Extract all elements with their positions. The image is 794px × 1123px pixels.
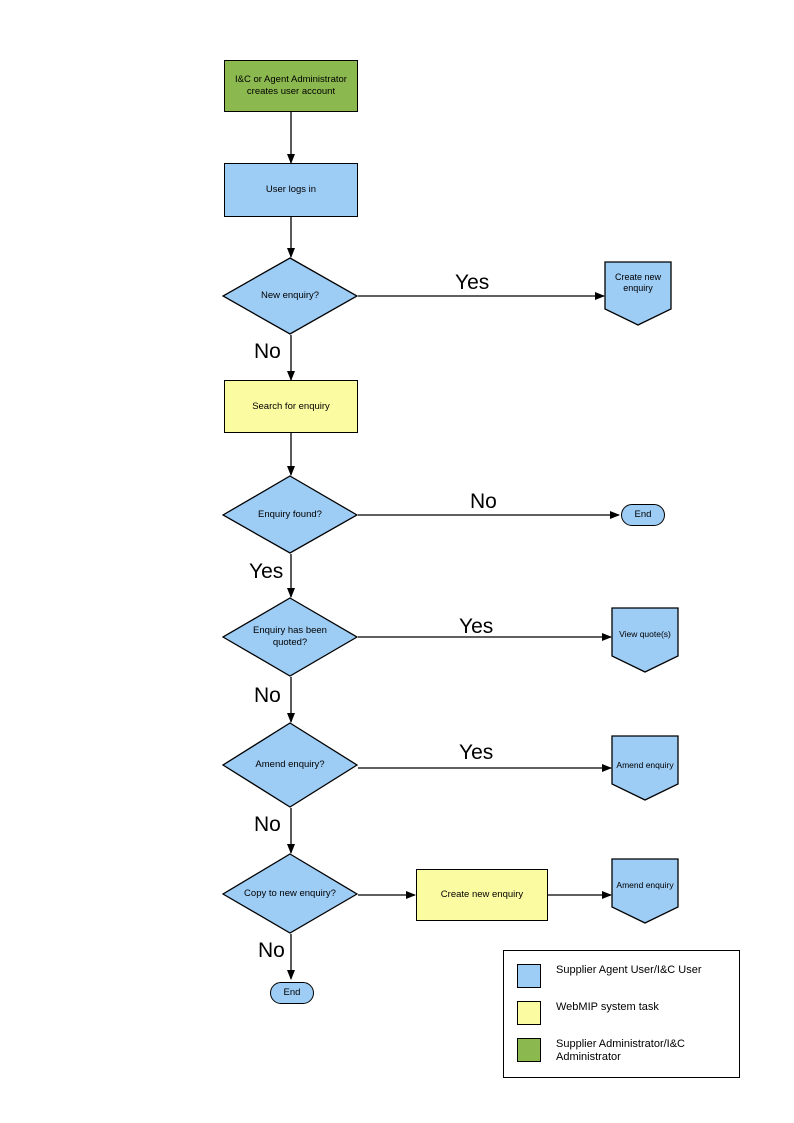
legend-item-supplier-agent-user: Supplier Agent User/I&C User: [517, 964, 702, 988]
legend-label: Supplier Agent User/I&C User: [556, 964, 702, 976]
diamond-shape: [222, 257, 358, 335]
node-create-new-enquiry-manual[interactable]: Create new enquiry: [604, 261, 672, 326]
node-label: End: [634, 509, 652, 521]
node-amend-enquiry-1[interactable]: Amend enquiry: [611, 735, 679, 801]
diamond-shape: [222, 853, 358, 934]
diamond-shape: [222, 597, 358, 677]
node-label: New enquiry?: [260, 290, 320, 302]
edge-label-new-enquiry-no: No: [254, 340, 281, 363]
node-label: View quote(s): [619, 629, 671, 639]
node-label: Create new enquiry: [614, 272, 662, 293]
diamond-shape: [222, 722, 358, 808]
legend: Supplier Agent User/I&C User WebMIP syst…: [503, 950, 740, 1078]
node-amend-enquiry-2[interactable]: Amend enquiry: [611, 858, 679, 924]
node-end-top[interactable]: End: [621, 504, 665, 526]
legend-swatch-blue: [517, 964, 541, 988]
edge-label-copy-no: No: [258, 939, 285, 962]
node-end-bottom[interactable]: End: [270, 982, 314, 1004]
edge-label-quoted-no: No: [254, 684, 281, 707]
node-label: User logs in: [265, 184, 317, 196]
legend-label: WebMIP system task: [556, 1001, 659, 1013]
node-new-enquiry-decision[interactable]: New enquiry?: [222, 257, 358, 335]
node-view-quotes[interactable]: View quote(s): [611, 607, 679, 673]
edge-label-enquiry-found-no: No: [470, 490, 497, 513]
node-label: Amend enquiry: [616, 760, 674, 770]
node-enquiry-quoted-decision[interactable]: Enquiry has been quoted?: [222, 597, 358, 677]
edge-label-amend-no: No: [254, 813, 281, 836]
node-label: Search for enquiry: [252, 400, 330, 412]
node-amend-enquiry-decision[interactable]: Amend enquiry?: [222, 722, 358, 808]
edge-label-new-enquiry-yes: Yes: [455, 271, 490, 294]
node-search-for-enquiry[interactable]: Search for enquiry: [224, 380, 358, 433]
node-label: Create new enquiry: [440, 889, 524, 901]
legend-label: Supplier Administrator/I&C Administrator: [556, 1038, 685, 1064]
node-label: Enquiry found?: [258, 508, 322, 520]
node-label: Amend enquiry: [616, 880, 674, 890]
diamond-shape: [222, 475, 358, 554]
node-label: I&C or Agent Administrator creates user …: [235, 74, 347, 97]
pentagon-shape: [604, 261, 672, 326]
edge-label-amend-yes: Yes: [459, 741, 494, 764]
pentagon-shape: [611, 607, 679, 673]
node-copy-to-new-enquiry-decision[interactable]: Copy to new enquiry?: [222, 853, 358, 934]
legend-item-supplier-administrator: Supplier Administrator/I&C Administrator: [517, 1038, 685, 1065]
pentagon-shape: [611, 735, 679, 801]
legend-item-webmip-system-task: WebMIP system task: [517, 1001, 659, 1025]
node-label: Copy to new enquiry?: [244, 887, 336, 899]
pentagon-shape: [611, 858, 679, 924]
node-label: Enquiry has been quoted?: [253, 625, 327, 648]
node-enquiry-found-decision[interactable]: Enquiry found?: [222, 475, 358, 554]
node-label: End: [283, 987, 301, 999]
node-user-logs-in[interactable]: User logs in: [224, 163, 358, 217]
edge-label-enquiry-found-yes: Yes: [249, 560, 284, 583]
node-label: Amend enquiry?: [255, 759, 325, 771]
node-create-new-enquiry-task[interactable]: Create new enquiry: [416, 869, 548, 921]
legend-swatch-green: [517, 1038, 541, 1062]
edge-label-quoted-yes: Yes: [459, 615, 494, 638]
legend-swatch-yellow: [517, 1001, 541, 1025]
node-admin-creates-account[interactable]: I&C or Agent Administrator creates user …: [224, 60, 358, 112]
